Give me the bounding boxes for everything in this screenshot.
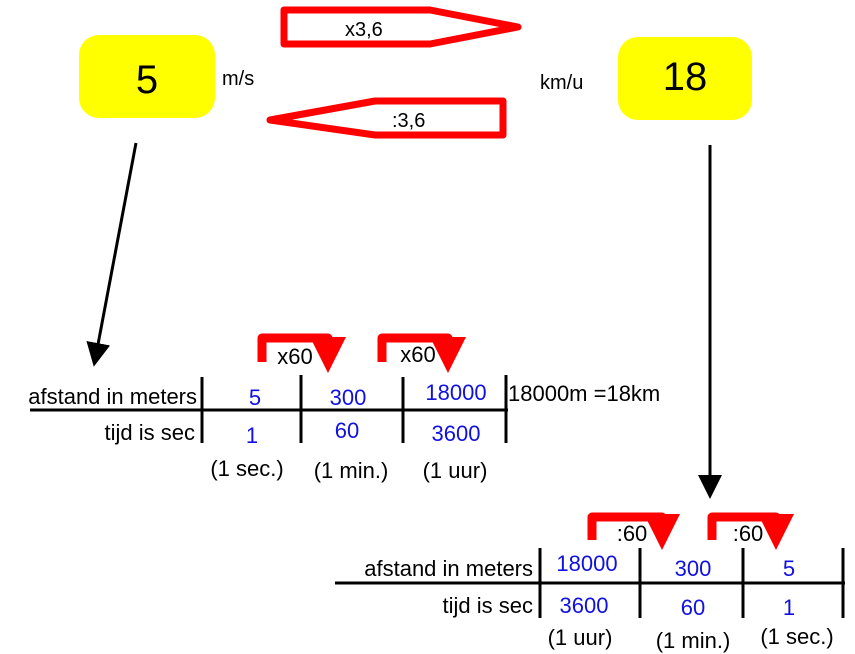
time-note: (1 uur): [423, 458, 488, 483]
ms-value: 5: [136, 58, 158, 102]
distance-cell: 300: [330, 385, 367, 410]
table-ms: afstand in meters tijd is sec 5 300 1800…: [28, 333, 660, 483]
row-label-time: tijd is sec: [443, 593, 533, 618]
result-note: 18000m =18km: [508, 381, 660, 406]
time-cell: 60: [335, 418, 359, 443]
ms-value-box: [79, 35, 215, 118]
ms-unit: m/s: [222, 68, 254, 90]
row-label-time: tijd is sec: [105, 420, 195, 445]
step-label: :60: [617, 521, 648, 546]
time-note: (1 uur): [548, 625, 613, 650]
multiply-arrow: [280, 6, 522, 48]
multiply-label: x3,6: [345, 19, 383, 41]
kmh-value: 18: [663, 55, 708, 99]
time-cell: 60: [681, 595, 705, 620]
step-arrow: [587, 512, 680, 550]
step-label: x60: [400, 342, 435, 367]
kmh-value-box: [618, 37, 752, 120]
time-note: (1 sec.): [760, 624, 833, 649]
arrow-to-table-ms: [86, 142, 138, 367]
row-label-distance: afstand in meters: [364, 556, 533, 581]
time-note: (1 min.): [656, 628, 731, 653]
time-cell: 3600: [560, 593, 609, 618]
step-arrow: [707, 512, 794, 550]
table-kmh: afstand in meters tijd is sec 18000 300 …: [335, 512, 845, 653]
distance-cell: 18000: [556, 551, 617, 576]
step-label: :60: [733, 521, 764, 546]
distance-cell: 300: [675, 556, 712, 581]
time-cell: 1: [246, 423, 258, 448]
distance-cell: 5: [249, 385, 261, 410]
distance-cell: 5: [783, 556, 795, 581]
step-label: x60: [277, 344, 312, 369]
step-arrow: [257, 333, 346, 373]
time-cell: 3600: [432, 421, 481, 446]
step-arrow: [377, 333, 466, 373]
time-note: (1 min.): [314, 458, 389, 483]
kmh-unit: km/u: [540, 72, 583, 94]
divide-arrow: [266, 97, 507, 139]
divide-label: :3,6: [392, 110, 425, 132]
distance-cell: 18000: [425, 380, 486, 405]
time-cell: 1: [783, 595, 795, 620]
row-label-distance: afstand in meters: [28, 384, 197, 409]
time-note: (1 sec.): [210, 456, 283, 481]
